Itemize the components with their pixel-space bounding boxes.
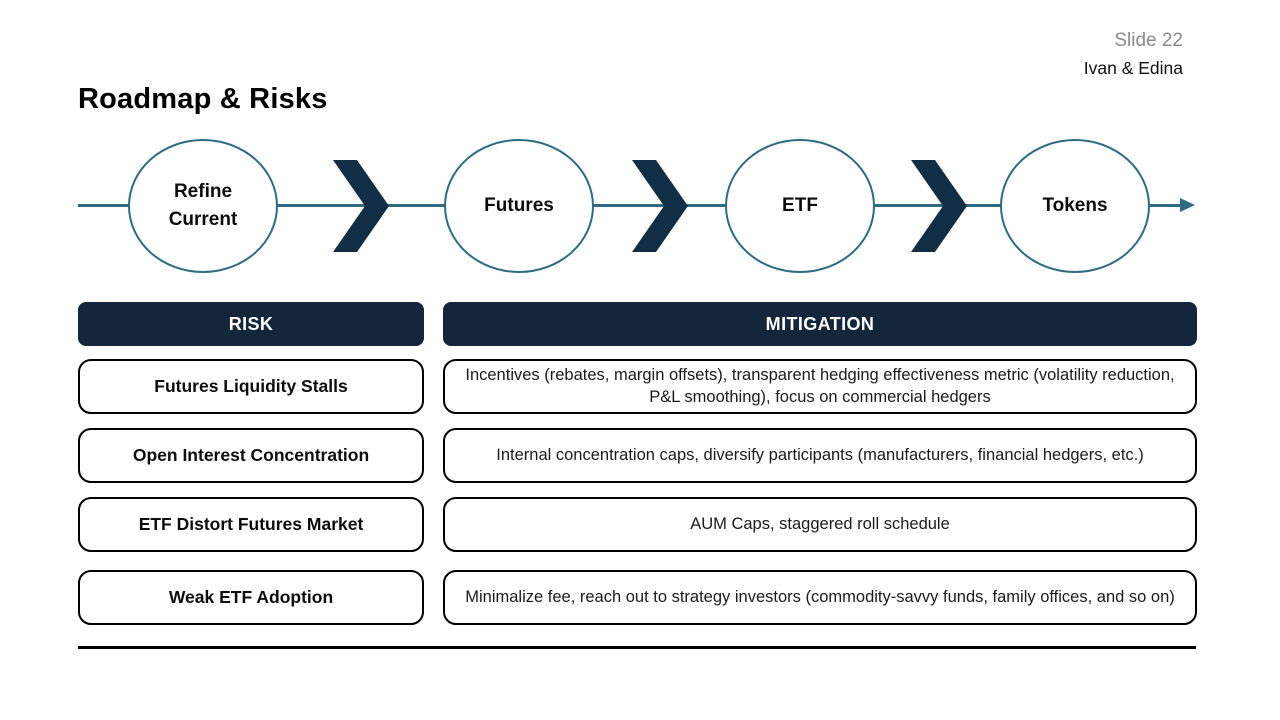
risk-column-header: RISK bbox=[78, 302, 424, 346]
mitigation-text: Internal concentration caps, diversify p… bbox=[496, 445, 1144, 464]
footer-divider bbox=[78, 646, 1196, 649]
mitigation-column-header: MITIGATION bbox=[443, 302, 1197, 346]
risk-label: Weak ETF Adoption bbox=[168, 587, 334, 607]
chevron-right-icon bbox=[911, 160, 967, 252]
slide-number: Slide 22 bbox=[1114, 30, 1183, 51]
flow-step-label: Futures bbox=[484, 195, 554, 217]
flow-step-etf: ETF bbox=[725, 139, 875, 273]
mitigation-text: AUM Caps, staggered roll schedule bbox=[690, 514, 950, 533]
chevron-right-icon bbox=[333, 160, 389, 252]
table-row-mitigation-cell: Internal concentration caps, diversify p… bbox=[443, 428, 1197, 483]
flow-step-label: Tokens bbox=[1042, 195, 1108, 217]
flow-step-refine-current: Refine Current bbox=[128, 139, 278, 273]
table-row-mitigation-cell: Minimalize fee, reach out to strategy in… bbox=[443, 570, 1197, 625]
mitigation-text: Incentives (rebates, margin offsets), tr… bbox=[465, 365, 1175, 406]
flow-step-tokens: Tokens bbox=[1000, 139, 1150, 273]
flow-step-label: ETF bbox=[782, 195, 818, 217]
arrow-right-icon bbox=[1180, 198, 1195, 212]
table-row-risk-cell: Open Interest Concentration bbox=[78, 428, 424, 483]
flow-step-futures: Futures bbox=[444, 139, 594, 273]
mitigation-text: Minimalize fee, reach out to strategy in… bbox=[465, 587, 1175, 606]
chevron-right-icon bbox=[632, 160, 688, 252]
risk-label: Futures Liquidity Stalls bbox=[154, 376, 348, 396]
table-row-mitigation-cell: AUM Caps, staggered roll schedule bbox=[443, 497, 1197, 552]
table-row-mitigation-cell: Incentives (rebates, margin offsets), tr… bbox=[443, 359, 1197, 414]
risk-label: ETF Distort Futures Market bbox=[138, 514, 364, 534]
page-title: Roadmap & Risks bbox=[78, 83, 328, 115]
table-row-risk-cell: Futures Liquidity Stalls bbox=[78, 359, 424, 414]
timeline-line bbox=[78, 204, 1182, 207]
slide-authors: Ivan & Edina bbox=[1083, 58, 1183, 78]
table-row-risk-cell: Weak ETF Adoption bbox=[78, 570, 424, 625]
table-row-risk-cell: ETF Distort Futures Market bbox=[78, 497, 424, 552]
risk-label: Open Interest Concentration bbox=[132, 445, 370, 465]
flow-step-label: Refine Current bbox=[168, 181, 238, 230]
